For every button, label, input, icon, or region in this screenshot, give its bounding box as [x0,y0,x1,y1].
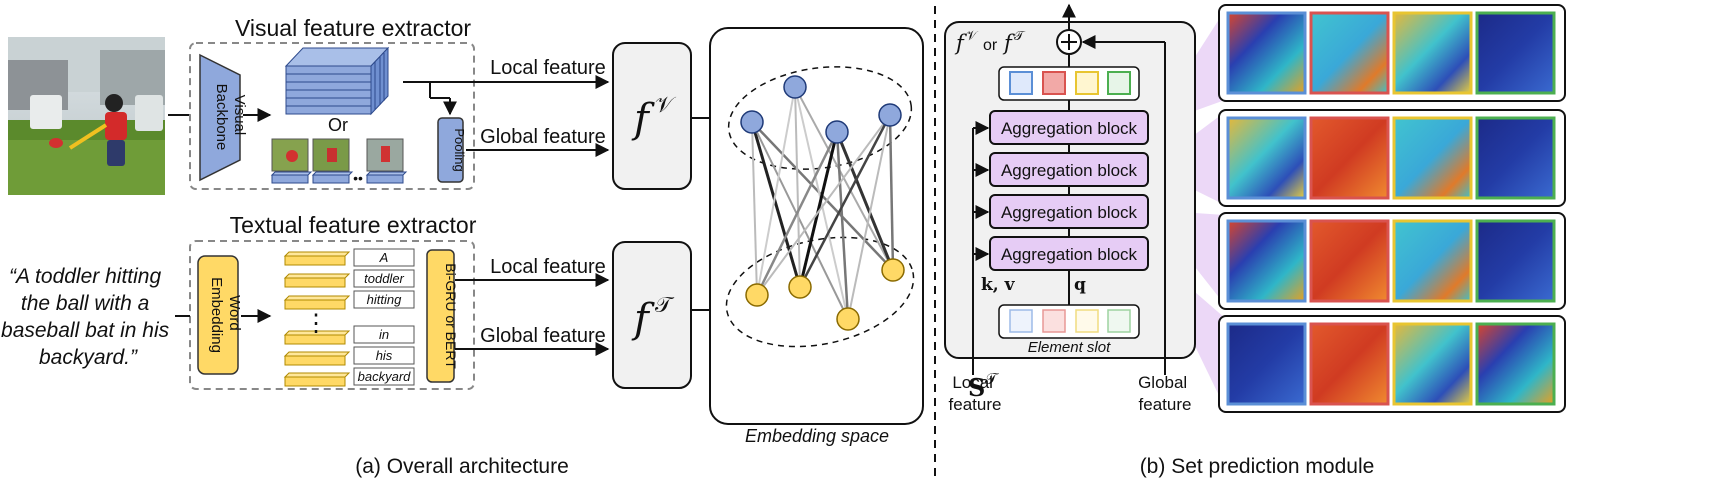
output-slot [998,66,1140,101]
svg-text:𝒯: 𝒯 [655,293,675,318]
text-encoder: Bi-GRU or BERT [426,249,459,383]
textual-function-box: f 𝒯 [612,241,692,389]
aggregation-blocks [989,110,1149,271]
visual-extractor-box [189,42,475,190]
embedding-space-box [709,27,924,425]
feature-map-cube [284,46,390,116]
caption-b: (b) Set prediction module [1140,455,1375,478]
global-feature-label: Global feature [1138,373,1192,414]
element-slot [998,304,1140,339]
aggregation-block-2: Aggregation block [1001,161,1138,180]
word-3: in [379,327,389,342]
patch-features [270,138,408,184]
aggregation-block-1: Aggregation block [1001,119,1138,138]
svg-text:Bi-GRU or BERT: Bi-GRU or BERT [443,263,459,369]
caption-text: “A toddler hitting the ball with a baseb… [1,265,175,369]
svg-text:f: f [1002,31,1015,55]
svg-text:𝒱: 𝒱 [966,29,979,44]
visual-extractor-title: Visual feature extractor [235,15,471,41]
textual-feature-arrows [455,273,610,356]
q-label: q [1074,275,1086,295]
visual-local-feature-label: Local feature [490,57,606,79]
svg-text:𝒯: 𝒯 [1014,29,1026,44]
visual-set-ellipse [727,66,913,170]
aggregation-block-3: Aggregation block [1001,203,1138,222]
heatmap-row-3 [1218,212,1566,310]
heatmap-row-2 [1218,109,1566,207]
visual-global-feature-label: Global feature [480,126,606,148]
svg-text:Visual Backbone: Visual Backbone [213,84,248,151]
textual-extractor-box [189,240,475,390]
caption-a: (a) Overall architecture [355,455,569,478]
element-slot-label: Element slot [1028,339,1111,356]
word-list [353,248,415,386]
aggregation-block-4: Aggregation block [1001,245,1138,264]
word-token-bars [283,251,351,387]
visual-function-box: f 𝒱 [612,42,692,190]
or-label: Or [328,115,348,135]
local-feature-label: Local feature [949,373,1002,414]
word-0: A [379,250,389,265]
input-photo [8,37,165,195]
textual-global-feature-label: Global feature [480,325,606,347]
word-2: hitting [367,292,402,307]
visual-feature-arrows [403,75,610,157]
word-1: toddler [364,271,404,286]
heatmap-row-1 [1218,4,1566,102]
svg-text:f: f [954,31,967,55]
heatmap-panels [1218,4,1566,413]
patch-dots: •• [353,170,363,186]
textual-local-feature-label: Local feature [490,256,606,278]
visual-pooling: Pooling [437,117,467,183]
svg-text:or: or [983,37,998,54]
svg-text:Pooling: Pooling [452,128,467,171]
plus-node [1056,29,1082,55]
visual-nodes [740,75,902,144]
st-label-sup: 𝒯 [985,369,1000,388]
kv-label: k, v [981,275,1016,295]
heatmap-row-4 [1218,315,1566,413]
word-vdots: ⋮ [304,310,328,337]
svg-text:𝒱: 𝒱 [655,93,677,118]
word-5: backyard [358,369,412,384]
textual-extractor-title: Textual feature extractor [230,212,477,238]
kv-lines [972,121,990,375]
word-4: his [376,348,393,363]
global-feature-line [1081,35,1166,375]
word-embedding: Word Embedding [197,255,243,375]
set-module-input-label: f 𝒱 or f 𝒯 [954,29,1026,55]
embedding-edges [750,86,895,320]
embedding-space-label: Embedding space [745,426,889,446]
st-label-base: S [968,373,985,402]
textual-nodes [745,258,905,331]
svg-text:Word Embedding: Word Embedding [208,277,243,353]
visual-backbone: Visual Backbone [199,53,248,182]
